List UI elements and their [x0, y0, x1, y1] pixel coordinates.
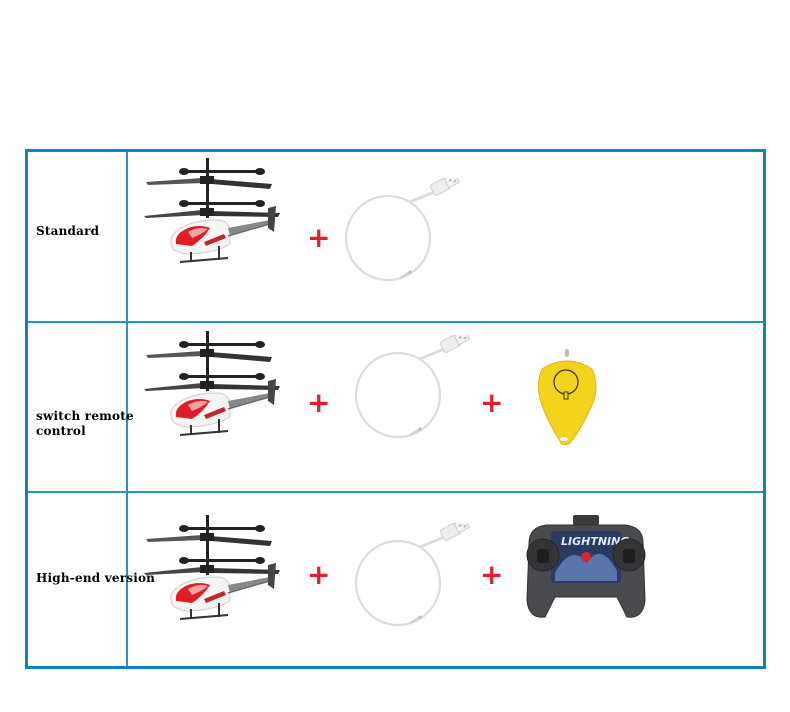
label-line: switch remote [36, 409, 134, 423]
plus-icon: + [480, 558, 504, 591]
column-divider [126, 152, 128, 666]
helicopter-icon [144, 331, 284, 441]
usb-cable-icon [350, 523, 470, 633]
row-standard: Standard + [28, 152, 763, 321]
usb-cable-icon [340, 178, 460, 288]
row-switch-remote-control: switch remote control + + [28, 323, 763, 491]
plus-icon: + [307, 386, 331, 419]
row-divider [28, 321, 763, 323]
row-label-high-end-version: High-end version [36, 571, 156, 585]
usb-cable-icon [350, 335, 470, 445]
row-label-switch-remote-control: switch remote control [36, 409, 156, 439]
plus-icon: + [307, 558, 331, 591]
row-high-end-version: High-end version + + [28, 493, 763, 669]
yellow-switch-remote-icon [532, 347, 602, 447]
row-divider [28, 491, 763, 493]
row-label-standard: Standard [36, 224, 100, 238]
lightning-remote-controller-icon [521, 513, 651, 623]
label-line: control [36, 424, 86, 438]
plus-icon: + [307, 221, 331, 254]
helicopter-icon [144, 158, 284, 268]
product-comparison-table: Standard + switch remote control + + Hig… [25, 149, 766, 669]
plus-icon: + [480, 386, 504, 419]
helicopter-icon [144, 515, 284, 625]
